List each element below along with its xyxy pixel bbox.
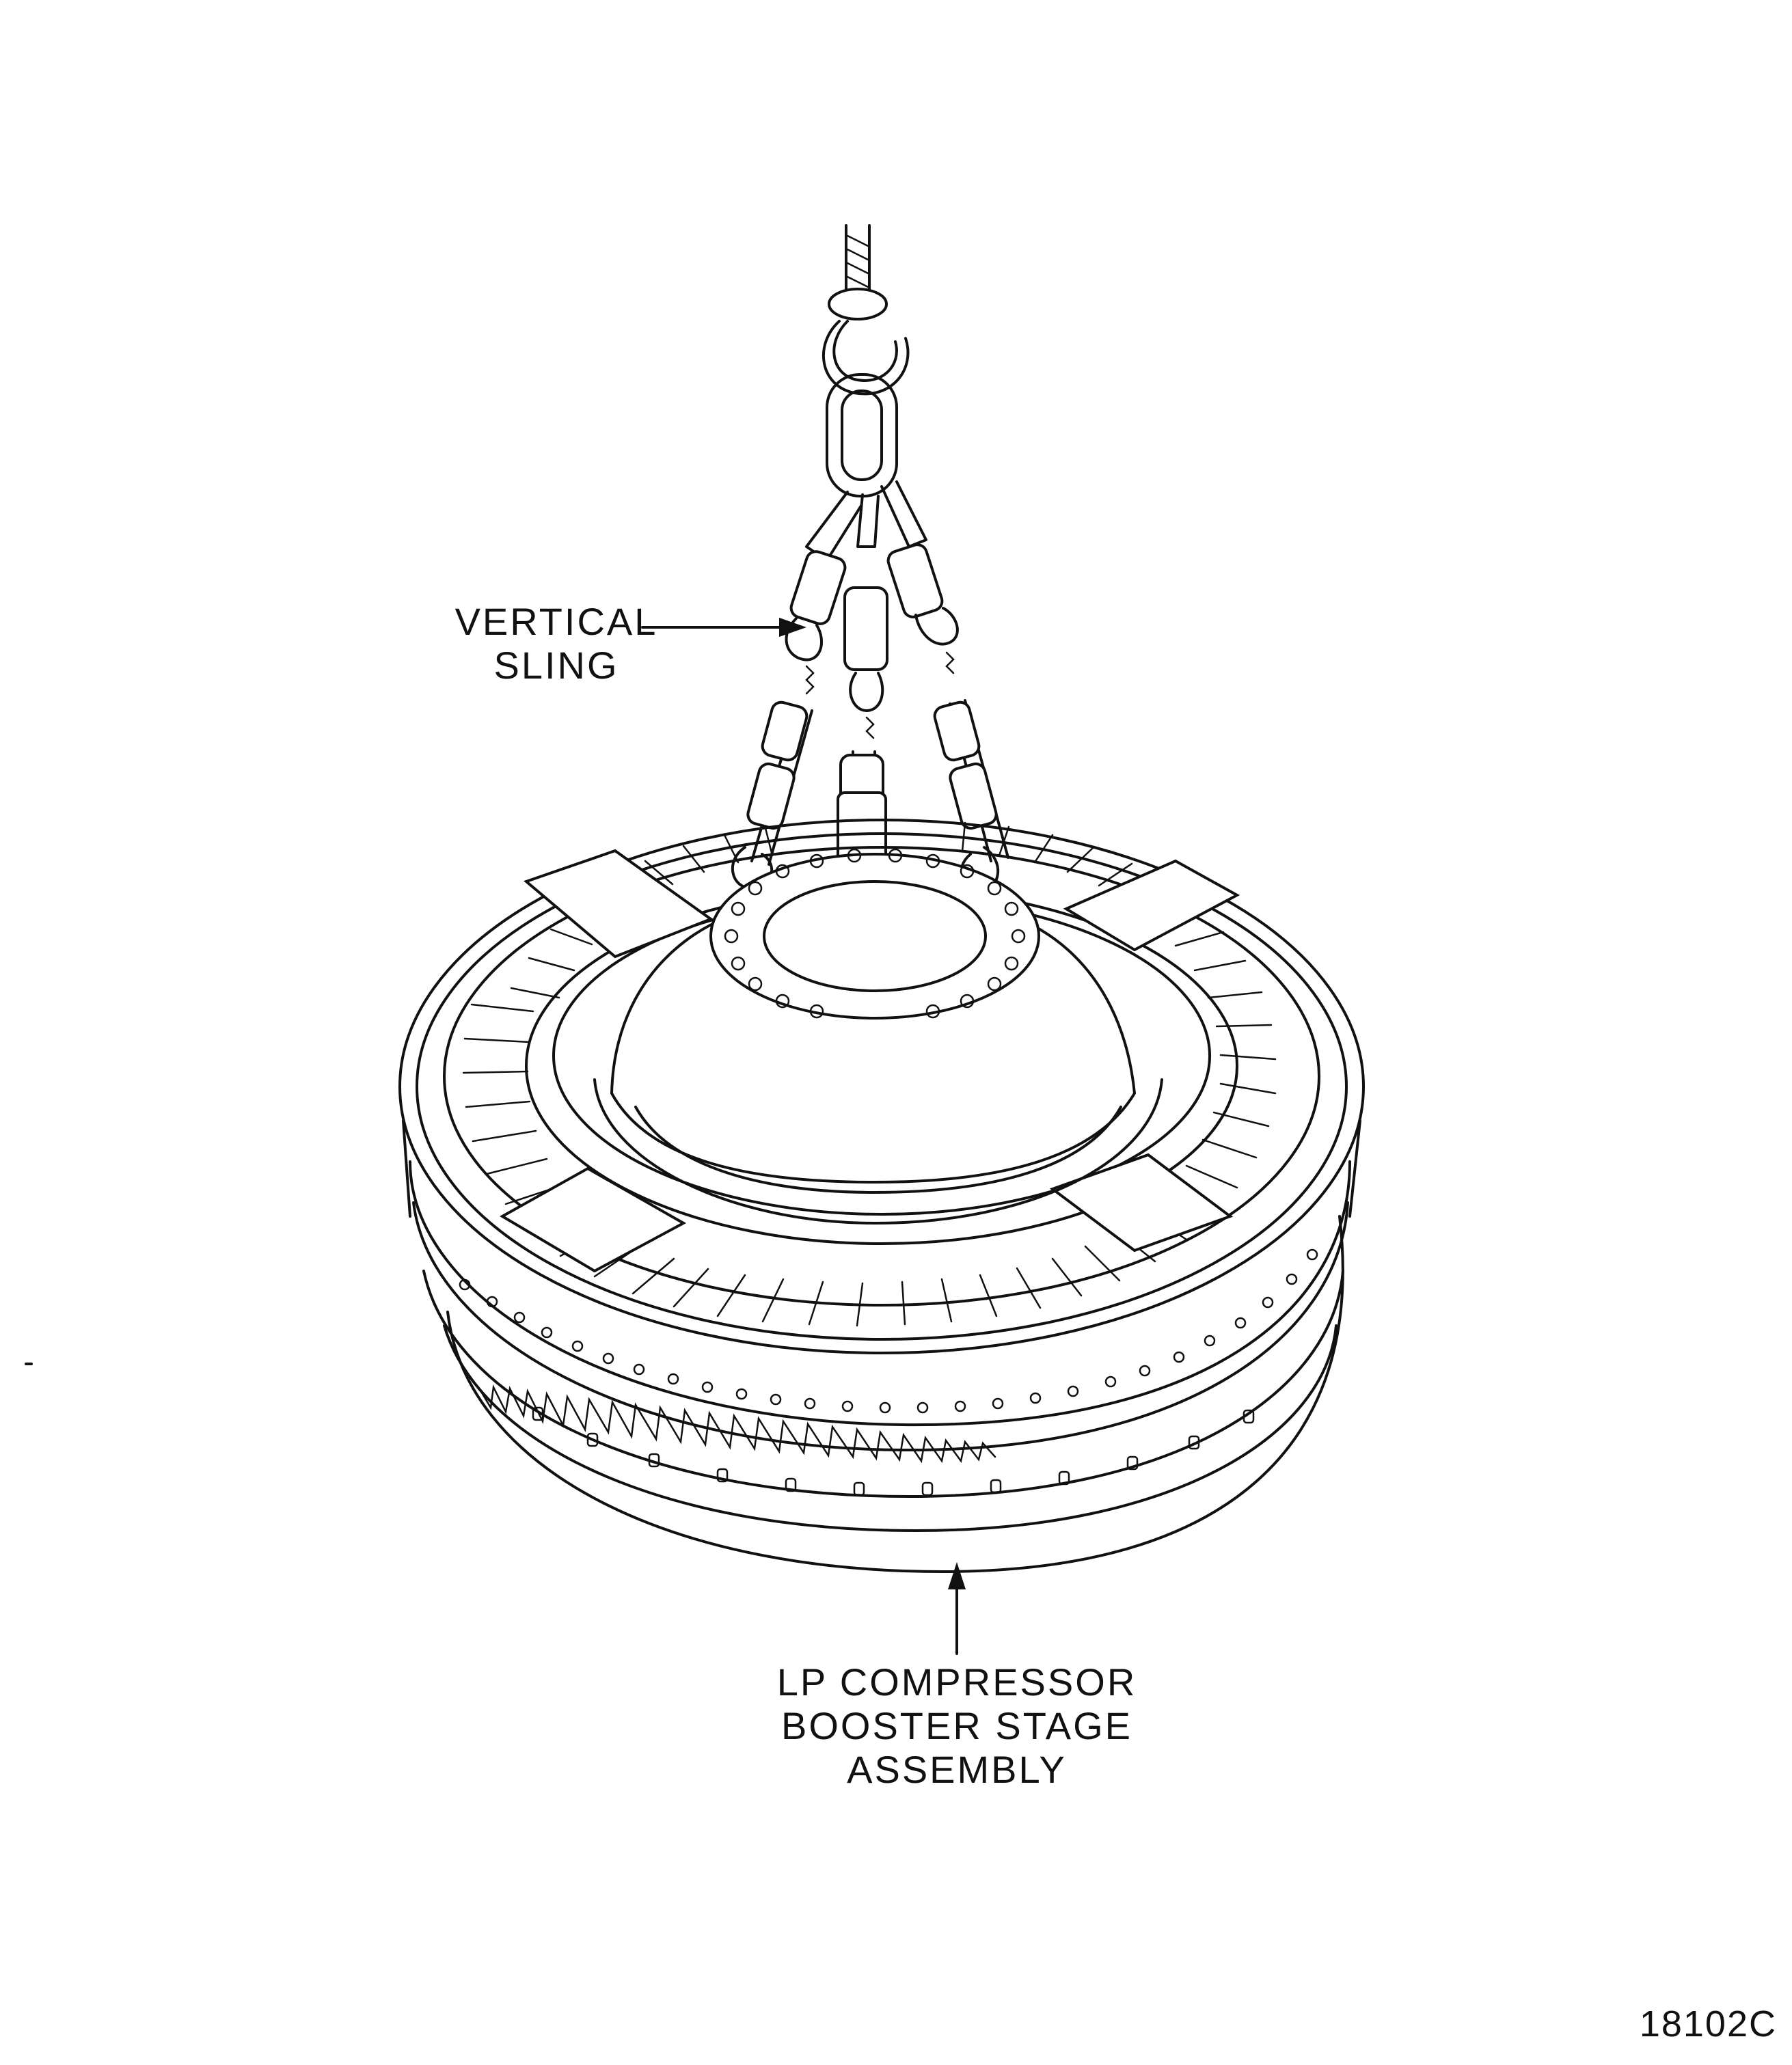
leader-sling <box>641 618 806 637</box>
vertical-sling-label-line-2: SLING <box>493 644 619 687</box>
assembly-label-line-3: ASSEMBLY <box>847 1748 1067 1791</box>
booster-drum <box>402 1119 1361 1573</box>
assembly-label-line-1: LP COMPRESSOR <box>776 1660 1137 1704</box>
upper-casing <box>398 819 1365 1354</box>
vertical-sling-label: VERTICAL SLING <box>454 600 659 687</box>
assembly-label-line-2: BOOSTER STAGE <box>780 1704 1133 1747</box>
center-cone <box>593 848 1163 1225</box>
hoist-cable <box>828 224 888 320</box>
figure-number: 18102C <box>1639 2004 1777 2045</box>
vertical-sling-label-line-1: VERTICAL <box>454 600 658 643</box>
leader-assembly <box>948 1562 966 1655</box>
adapter-bolts <box>724 848 1026 1019</box>
drum-bolts <box>459 1248 1318 1496</box>
assembly-label: LP COMPRESSOR BOOSTER STAGE ASSEMBLY <box>772 1660 1141 1792</box>
